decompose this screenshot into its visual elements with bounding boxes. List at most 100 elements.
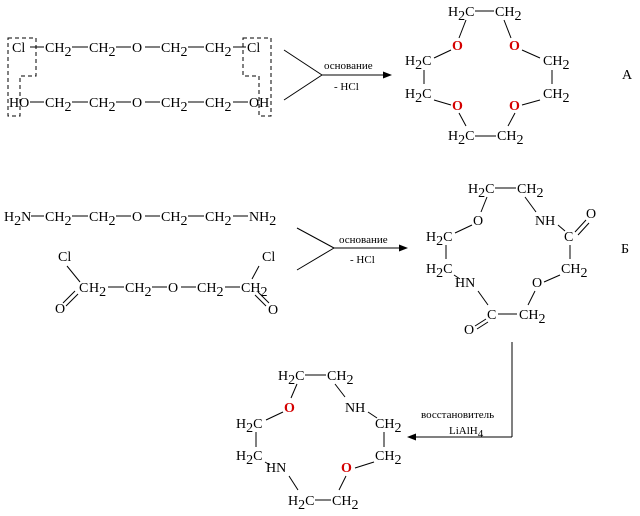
atom-cl-right: Cl: [247, 41, 260, 56]
condition-top: основание: [324, 60, 373, 72]
atom-ch2: CH2: [205, 210, 231, 229]
bond: [521, 99, 541, 106]
bond: [454, 224, 473, 234]
atom-ch2: CH2: [89, 210, 115, 229]
atom-h2c: H2C: [288, 494, 314, 513]
bond: [433, 99, 452, 106]
double-bond: [474, 318, 487, 327]
bond: [264, 461, 271, 466]
double-bond: [65, 293, 79, 307]
atom-ch2: CH2: [45, 41, 71, 60]
condition-bottom: - HCl: [350, 254, 375, 266]
product-b-macrocyclic-diamide: H2C CH2 O NH H2C C O H2C CH2 HN O C O CH…: [426, 182, 596, 338]
condition-bottom: LiAlH4: [449, 425, 484, 440]
atom-ch2: CH2: [519, 308, 545, 327]
atom-ch2: CH2: [375, 449, 401, 468]
bond: [288, 475, 299, 491]
atom-ch2: CH2: [495, 5, 521, 24]
merge-line: [296, 227, 335, 249]
atom-o: O: [464, 323, 474, 338]
atom-o: O: [532, 276, 542, 291]
atom-h2: H2: [89, 281, 106, 300]
condition-bottom: - HCl: [334, 81, 359, 93]
atom-h2c: H2C: [448, 5, 474, 24]
arrowhead: [399, 244, 408, 252]
atom-o: O: [509, 39, 520, 54]
atom-h2c: H2C: [448, 129, 474, 148]
bond: [507, 112, 516, 127]
atom-o: O: [473, 214, 483, 229]
bond: [433, 49, 452, 59]
atom-h2c: H2C: [236, 417, 262, 436]
atom-ch2: CH2: [375, 417, 401, 436]
atom-cl: Cl: [58, 250, 71, 265]
condition-top: основание: [339, 234, 388, 246]
atom-o: O: [452, 39, 463, 54]
atom-ch2: CH2: [205, 41, 231, 60]
atom-c: C: [487, 308, 496, 323]
atom-ch2: CH2: [89, 96, 115, 115]
atom-nh: NH: [535, 214, 555, 229]
atom-ch2: CH2: [161, 41, 187, 60]
atom-hn: HN: [266, 461, 286, 476]
atom-cl-left: Cl: [12, 41, 25, 56]
atom-ch2: CH2: [45, 210, 71, 229]
atom-ch2: CH2: [197, 281, 223, 300]
atom-ch2: CH2: [161, 96, 187, 115]
reagent-a1: Cl CH2 CH2 O CH2 CH2 Cl: [12, 41, 260, 60]
reagent-b1-diamine: H2N CH2 CH2 O CH2 CH2 NH2: [4, 210, 276, 229]
product-c-diaza-crown: H2C CH2 O NH H2C CH2 H2C CH2 HN O H2C CH…: [236, 369, 401, 513]
atom-o: O: [168, 281, 178, 296]
atom-o: O: [268, 303, 278, 318]
atom-cl: Cl: [262, 250, 275, 265]
atom-o: O: [452, 99, 463, 114]
double-bond: [62, 290, 76, 304]
reagent-b2-diacyl-chloride: Cl C O H2 CH2 O CH2 CH2 Cl O: [55, 250, 278, 318]
atom-h2c: H2C: [405, 54, 431, 73]
atom-ch2: CH2: [543, 87, 569, 106]
bond: [480, 196, 488, 213]
double-bond: [254, 294, 267, 307]
atom-o: O: [509, 99, 520, 114]
bond: [527, 290, 536, 306]
bond: [521, 49, 541, 59]
bond: [458, 19, 467, 39]
atom-h2n: H2N: [4, 210, 31, 229]
atom-ch2: CH2: [241, 281, 267, 300]
bond: [367, 411, 378, 419]
arrow-b: основание - HCl: [296, 227, 408, 271]
atom-h2c: H2C: [426, 262, 452, 281]
bond: [453, 274, 461, 280]
bond: [265, 411, 284, 421]
bond: [338, 475, 347, 491]
condition-top: восстановитель: [421, 409, 494, 421]
atom-oh: OH: [249, 96, 269, 111]
atom-ch2: CH2: [125, 281, 151, 300]
product-a-crown-ether: H2C CH2 O O H2C CH2 H2C CH2 O O H2C CH2: [405, 5, 569, 148]
atom-hn: HN: [455, 276, 475, 291]
eliminated-group-box-left: [7, 37, 37, 117]
bond: [524, 196, 537, 213]
bond: [458, 112, 467, 127]
bond: [290, 383, 298, 399]
atom-ho: HO: [9, 96, 29, 111]
atom-ch2: CH2: [161, 210, 187, 229]
atom-ch2: CH2: [517, 182, 543, 201]
atom-o: O: [132, 210, 142, 225]
atom-h2c: H2C: [468, 182, 494, 201]
bond: [543, 274, 561, 283]
atom-ch2: CH2: [497, 129, 523, 148]
reagent-a2: HO CH2 CH2 O CH2 CH2 OH: [9, 96, 269, 115]
merge-line: [296, 247, 335, 271]
compound-mark-b: Б: [621, 242, 629, 257]
atom-nh2: NH2: [249, 210, 276, 229]
double-bond: [476, 321, 489, 330]
atom-h2c: H2C: [405, 87, 431, 106]
eliminated-group-box-right: [242, 37, 272, 117]
atom-o: O: [284, 401, 295, 416]
arrowhead: [383, 71, 392, 79]
double-bond: [577, 222, 590, 236]
atom-h2c: H2C: [236, 449, 262, 468]
atom-o: O: [586, 207, 596, 222]
